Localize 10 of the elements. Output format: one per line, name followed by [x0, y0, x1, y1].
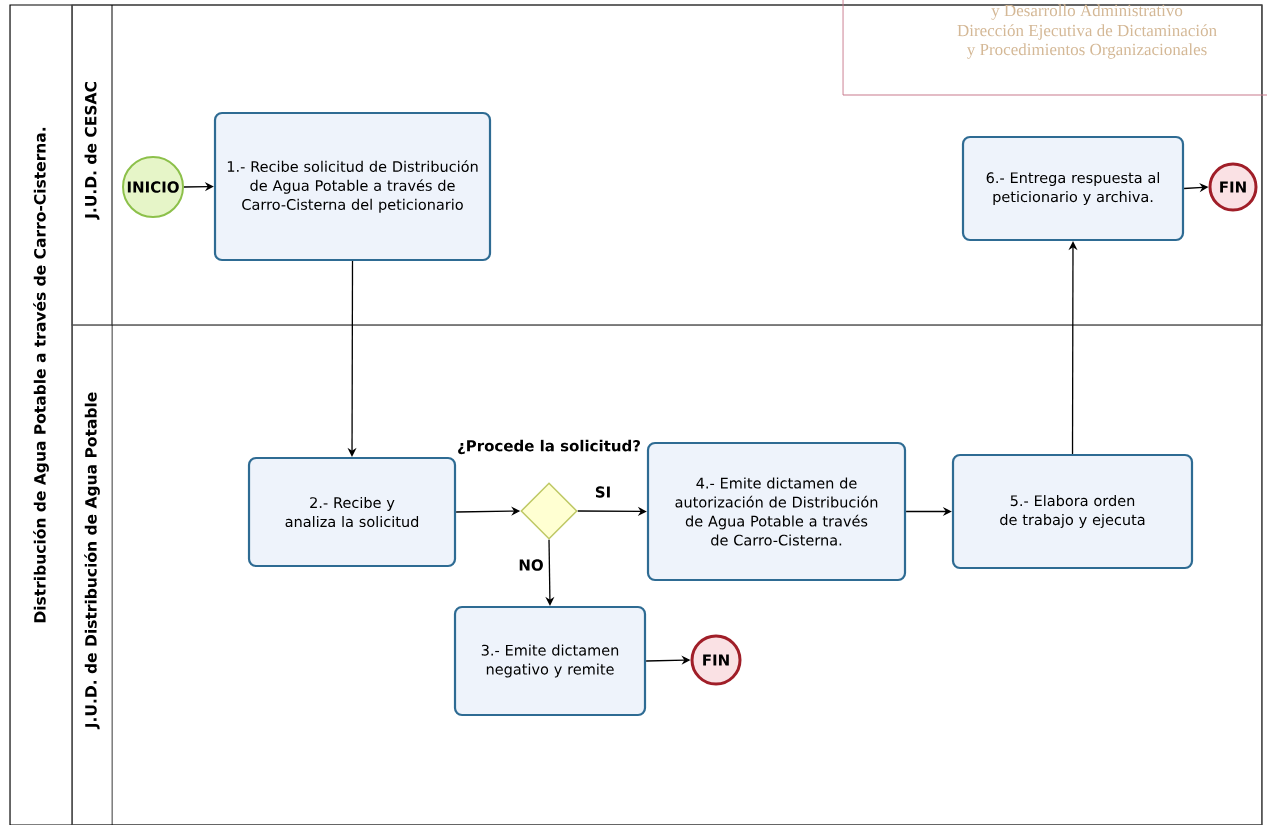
- edge-label: SI: [593, 485, 613, 499]
- task-box: 5.- Elabora orden de trabajo y ejecuta: [951, 453, 1194, 570]
- task-box: 4.- Emite dictamen de autorización de Distribución de Agua Potable a través de Carro-Cisterna.: [646, 441, 907, 582]
- stamp: y Desarrollo Administrativo Dirección Ejecutiva de Dictaminación y Procedimientos Organizacionales: [842, 0, 1267, 96]
- task-box: 2.- Recibe y analiza la solicitud: [247, 456, 457, 568]
- task-box: 6.- Entrega respuesta al peticionario y archiva.: [961, 135, 1185, 242]
- node-label: ¿Procede la solicitud?: [458, 439, 640, 455]
- task-box: 3.- Emite dictamen negativo y remite: [453, 605, 647, 717]
- edge-label: NO: [517, 558, 545, 572]
- task-box: 1.- Recibe solicitud de Distribución de Agua Potable a través de Carro-Cisterna del peticionario: [213, 111, 492, 262]
